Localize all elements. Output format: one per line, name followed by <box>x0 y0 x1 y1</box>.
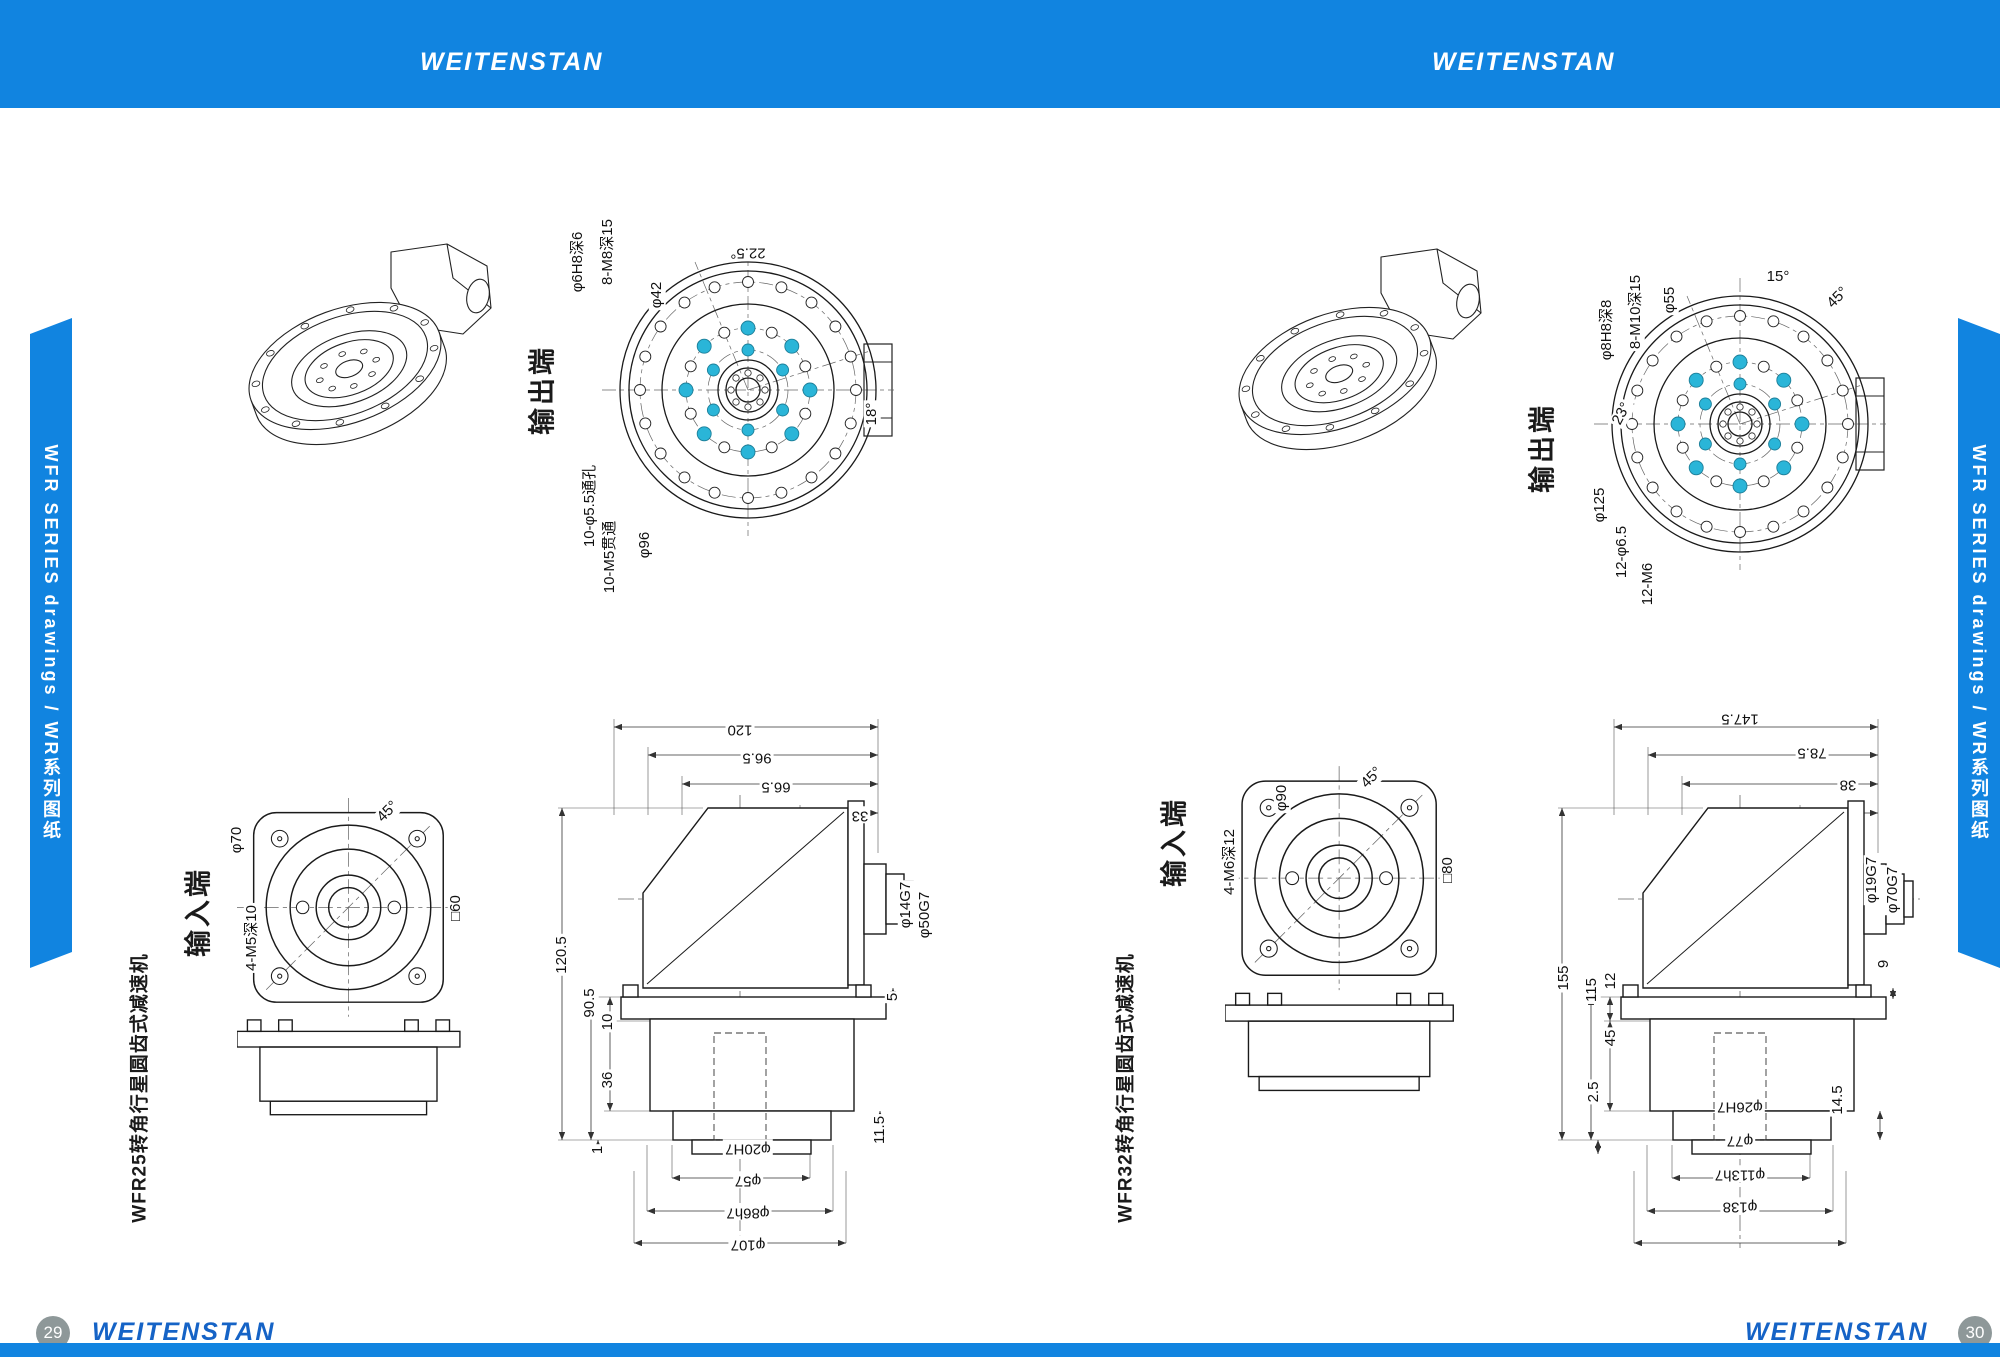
model-name-label: WFR32转角行星圆齿式减速机 <box>1115 953 1137 1223</box>
dim-label: φ113h7 <box>1712 1165 1768 1184</box>
dim-label: φ70 <box>227 824 246 856</box>
dim-label: φ138 <box>1720 1197 1760 1216</box>
dim-label: 5 <box>883 990 902 1004</box>
brand-logo: WEITENSTAN <box>420 48 604 76</box>
dim-label: 120 <box>725 720 755 739</box>
footer-brand-logo: WEITENSTAN <box>92 1318 276 1346</box>
model-name-label: WFR25转角行星圆齿式减速机 <box>129 953 151 1223</box>
page-left: 输出端 φ6H8深6 8-M8深15 φ42 22.5° 18° 10-φ5.5… <box>129 217 938 1254</box>
dim-label: 18° <box>862 400 881 428</box>
dim-label: 1 <box>588 1143 607 1157</box>
series-ribbon-text: WFR SERIES drawings / WR系列图纸 <box>1969 444 1989 842</box>
dim-label: φ55 <box>1660 284 1679 316</box>
dim-label: φ6H8深6 <box>568 229 587 295</box>
dim-label: φ90 <box>1272 782 1291 814</box>
dim-label: 66.5 <box>759 777 793 796</box>
dim-label: 10 <box>598 1011 617 1033</box>
dim-label: 96.5 <box>740 748 774 767</box>
dim-label: 33 <box>849 806 871 825</box>
dim-label: □80 <box>1438 855 1457 885</box>
dim-label: 2.5 <box>1584 1079 1603 1105</box>
dim-label: φ20H7 <box>723 1139 773 1158</box>
dim-label: 8-M10深15 <box>1626 272 1645 352</box>
dim-label: 38 <box>1837 775 1859 794</box>
dim-label: φ86h7 <box>724 1203 772 1222</box>
dim-label: 4-M5深10 <box>242 903 261 973</box>
output-end-title: 输出端 <box>1520 400 1560 496</box>
dim-label: 11.5 <box>870 1113 889 1147</box>
dim-label: φ42 <box>647 279 666 311</box>
output-face-drawing <box>598 240 898 540</box>
dim-label: φ19G7 <box>1862 854 1881 906</box>
bottom-bar <box>0 1343 2000 1357</box>
dim-label: 78.5 <box>1795 743 1829 762</box>
dim-label: φ125 <box>1590 485 1609 525</box>
dim-label: 14.5 <box>1828 1083 1847 1117</box>
dim-label: φ14G7 <box>896 879 915 931</box>
dim-label: φ77 <box>1724 1131 1756 1150</box>
dim-label: 12 <box>1601 970 1620 992</box>
dim-label: 147.5 <box>1719 709 1761 728</box>
input-end-title: 输入端 <box>176 864 216 960</box>
top-banner: WEITENSTAN WEITENSTAN <box>0 0 2000 108</box>
dim-label: 155 <box>1554 963 1573 993</box>
dim-label: φ57 <box>732 1171 764 1190</box>
dim-label: 9 <box>1874 957 1893 971</box>
input-end-title: 输入端 <box>1152 794 1192 890</box>
dim-label: 8-M8深15 <box>598 217 617 287</box>
dim-label: 12-M6 <box>1638 560 1657 608</box>
brand-logo: WEITENSTAN <box>1432 48 1616 76</box>
series-ribbon-right: WFR SERIES drawings / WR系列图纸 <box>1958 318 2000 968</box>
dim-label: □60 <box>446 893 465 923</box>
series-ribbon-left: WFR SERIES drawings / WR系列图纸 <box>30 318 72 968</box>
dim-label: 115 <box>1582 976 1601 1004</box>
dim-label: 12-φ6.5 <box>1612 523 1631 581</box>
dim-label: φ8H8深8 <box>1597 297 1616 363</box>
dim-label: 10-φ5.5通孔 <box>580 462 599 550</box>
section-view-drawing <box>548 703 938 1248</box>
footer-brand-logo: WEITENSTAN <box>1745 1318 1929 1346</box>
input-face-drawing <box>1225 766 1481 1097</box>
page-right: 输出端 φ8H8深8 8-M10深15 φ55 15° 45° 23° φ125… <box>1000 0 2000 1357</box>
dim-label: φ70G7 <box>1883 864 1902 916</box>
input-face-drawing <box>237 798 487 1121</box>
dim-label: φ26H7 <box>1715 1097 1765 1116</box>
series-ribbon-text: WFR SERIES drawings / WR系列图纸 <box>41 444 61 842</box>
isometric-view-drawing <box>1185 243 1510 458</box>
dim-label: 15° <box>1764 267 1792 286</box>
dim-label: φ50G7 <box>915 889 934 941</box>
dim-label: φ96 <box>635 529 654 561</box>
dim-label: 36 <box>598 1069 617 1091</box>
dim-label: 45 <box>1601 1027 1620 1049</box>
dim-label: 90.5 <box>580 986 599 1020</box>
output-end-title: 输出端 <box>520 342 560 438</box>
dim-label: 22.5° <box>728 243 768 262</box>
dim-label: φ107 <box>728 1235 768 1254</box>
isometric-view-drawing <box>195 238 520 453</box>
dim-label: 120.5 <box>552 934 571 976</box>
dim-label: 4-M6深12 <box>1220 827 1239 897</box>
dim-label: 10-M5贯通 <box>600 518 619 596</box>
